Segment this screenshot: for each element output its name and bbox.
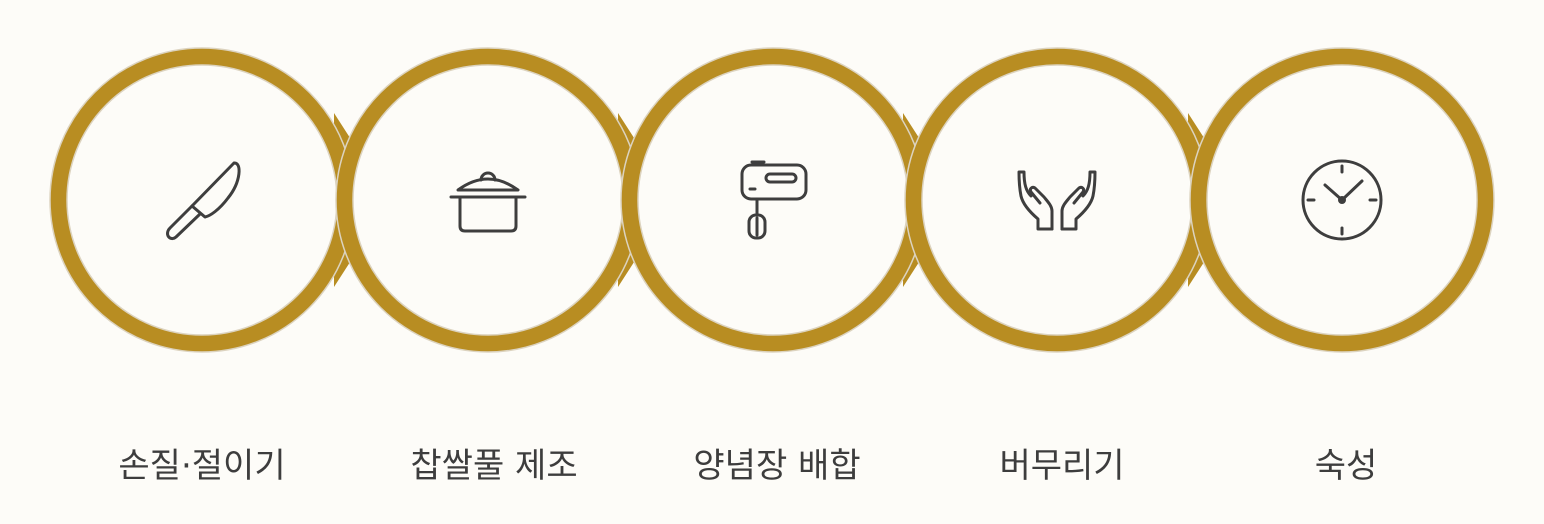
step-2-label: 찹쌀풀 제조 [410,446,578,486]
hand-mixer-icon [740,160,808,240]
step-1-label: 손질·절이기 [118,446,286,486]
step-1 [49,47,390,353]
hands-icon [1017,170,1097,231]
step-3-label: 양념장 배합 [693,446,861,486]
step-1-circle [66,64,338,336]
step-5-label: 숙성 [1314,446,1378,486]
cooking-pot-icon [449,171,527,233]
step-2-circle [352,64,624,336]
clock-icon [1301,159,1383,241]
step-4-label: 버무리기 [999,446,1125,486]
step-4-circle [921,64,1193,336]
step-5 [1189,47,1495,353]
step-4 [904,47,1244,353]
step-2 [335,47,674,353]
step-3 [620,47,959,353]
knife-icon [166,161,241,241]
